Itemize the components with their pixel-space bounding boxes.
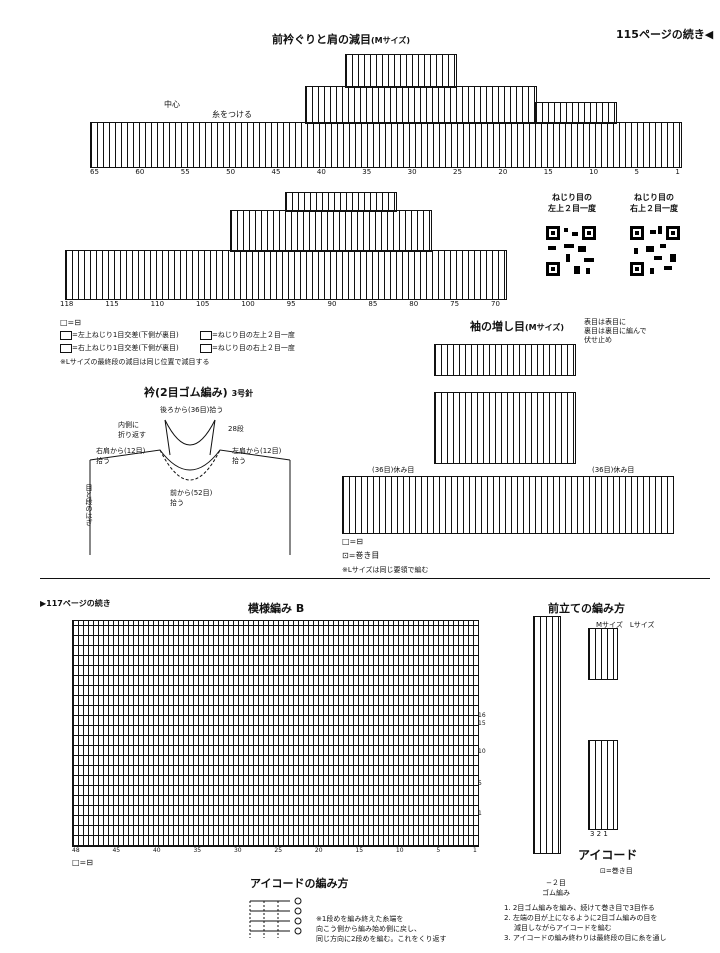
- qr2-label: ねじり目の右上２目一度: [630, 193, 678, 213]
- front-band-steps: 1. 2目ゴム編みを編み、続けて巻き目で3目作る 2. 左端の目が上になるように…: [504, 904, 667, 942]
- front-band-sizes: Mサイズ Lサイズ: [596, 621, 655, 629]
- legend-item-4: =ねじり目の右上２目一度: [200, 343, 295, 353]
- chart-step-1: [305, 86, 537, 124]
- qr1-label: ねじり目の左上２目一度: [548, 193, 596, 213]
- collar-title: 衿(2目ゴム編み) 3号針: [144, 386, 254, 399]
- cross-right-symbol: [60, 343, 72, 353]
- thread-label: 糸をつける: [212, 110, 252, 119]
- legend-equals: □=⊟: [60, 318, 81, 327]
- chart-step-2: [345, 54, 457, 88]
- center-label: 中心: [164, 100, 180, 109]
- rib-label: −２目ゴム編み: [542, 879, 570, 897]
- collar-right-shoulder: 右肩から(12目)拾う: [96, 447, 146, 465]
- icord-label: アイコード: [578, 848, 638, 862]
- pattern-b-continue: ▶117ページの続き: [40, 599, 111, 608]
- collar-front-pick: 前から(52目)拾う: [170, 489, 213, 507]
- chart2-step-2: [285, 192, 397, 212]
- legend-item-3: =右上ねじり1目交差(下側が裏目): [60, 343, 179, 353]
- front-band-rib: [533, 616, 561, 854]
- legend-item-1: =左上ねじり1目交差(下側が裏目): [60, 330, 179, 340]
- pattern-b-chart: [72, 620, 479, 847]
- sleeve-bottom: [342, 476, 674, 534]
- sleeve-bindoff-note: 表目は表目に裏目は裏目に編んで伏せ止め: [584, 318, 647, 344]
- chart-body-2: [65, 250, 507, 300]
- legend-item-2: =ねじり目の左上２目一度: [200, 330, 295, 340]
- sleeve-rest-left: (36目)休み目: [372, 466, 415, 474]
- front-band-cols: 3 2 1: [590, 830, 608, 838]
- qr-code-2[interactable]: [628, 224, 682, 278]
- collar-back-pick: 後ろから(36目)拾う: [160, 406, 224, 414]
- qr-code-1[interactable]: [544, 224, 598, 278]
- chart2-step-1: [230, 210, 432, 252]
- chart-step-3: [535, 102, 617, 124]
- top-chart-title: 前衿ぐりと肩の減目(Mサイズ): [272, 33, 411, 46]
- collar-seam: 目と段のはぎ: [85, 484, 93, 526]
- collar-inside-fold: 内側に折り返す: [118, 421, 146, 439]
- sleeve-note: ※Lサイズは同じ要領で編む: [342, 566, 429, 574]
- icord-diagram: [249, 897, 302, 938]
- cross-left-symbol: [60, 330, 72, 340]
- icord-title: アイコードの編み方: [250, 877, 349, 890]
- collar-left-shoulder: 左肩から(12目)拾う: [232, 447, 282, 465]
- sleeve-title: 袖の増し目(Mサイズ): [470, 320, 565, 333]
- section-divider: [40, 578, 710, 579]
- front-band-bottom: [588, 740, 618, 830]
- continue-from-page: 115ページの続き◀: [616, 28, 714, 41]
- collar-diagram: [89, 419, 291, 555]
- sleeve-legend-1: □=⊟: [342, 537, 363, 546]
- dec-left-symbol: [200, 330, 212, 340]
- sleeve-middle: [434, 392, 576, 464]
- sleeve-legend-2: ⊡=巻き目: [342, 551, 380, 560]
- legend-note: ※Lサイズの最終段の減目は同じ位置で減目する: [60, 358, 210, 366]
- sleeve-rest-right: (36目)休み目: [592, 466, 635, 474]
- front-band-legend: ⊡=巻き目: [600, 867, 633, 875]
- chart-body-1: [90, 122, 682, 168]
- pattern-b-title: 模様編み B: [248, 602, 305, 615]
- icord-note: ※1段めを編み終えた糸端を向こう側から編み始め側に戻し、同じ方向に2段めを編む。…: [316, 915, 447, 943]
- front-band-title: 前立ての編み方: [548, 602, 625, 615]
- sleeve-top: [434, 344, 576, 376]
- pattern-b-legend: □=⊟: [72, 858, 93, 867]
- dec-right-symbol: [200, 343, 212, 353]
- front-band-top: [588, 628, 618, 680]
- collar-rows: 28段: [228, 425, 244, 433]
